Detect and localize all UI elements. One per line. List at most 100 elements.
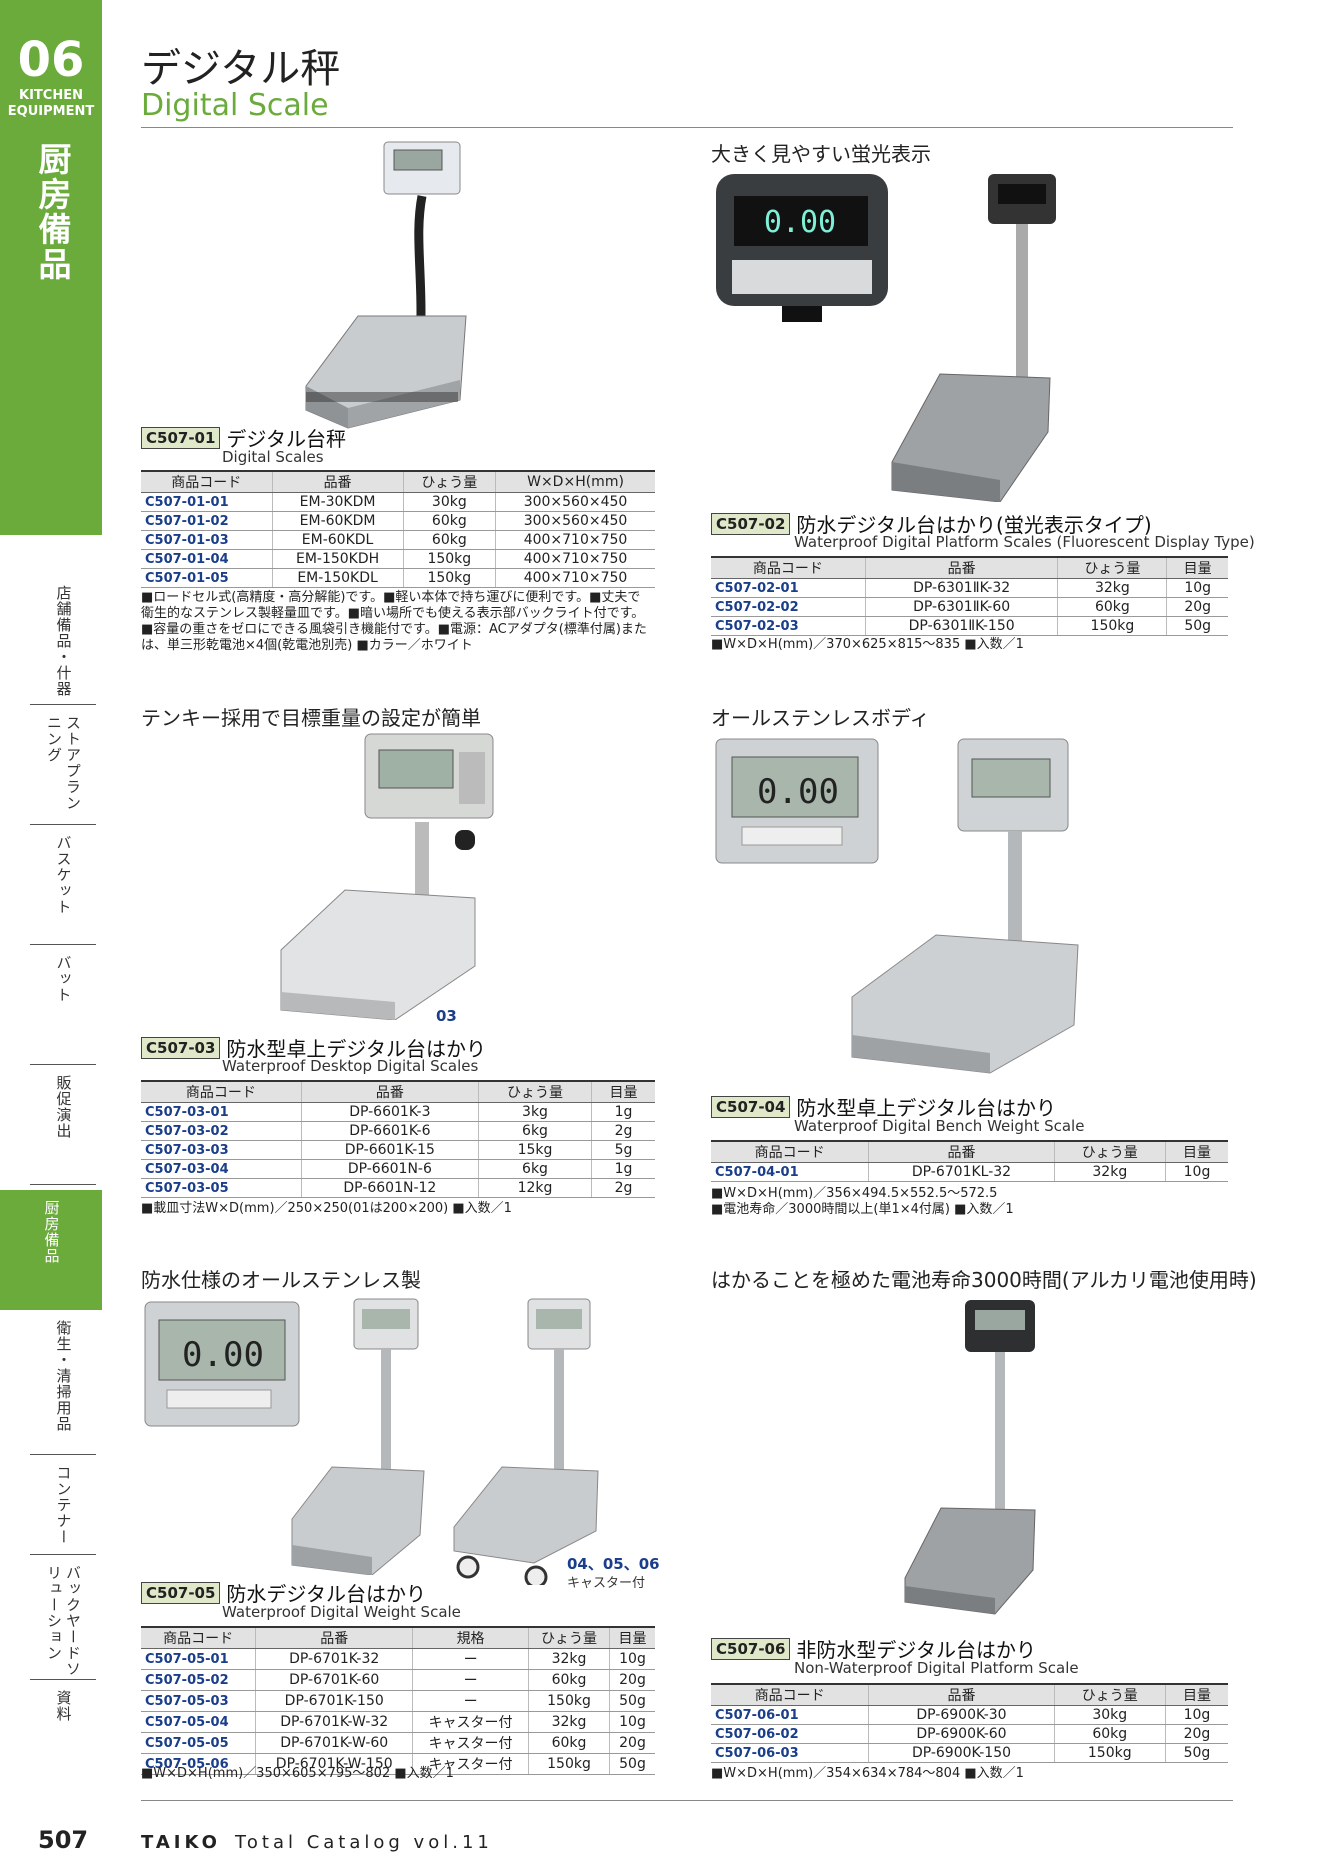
- product-code-badge: C507-05: [141, 1581, 221, 1604]
- catalog-name: Total Catalog vol.11: [234, 1832, 493, 1853]
- feature-headline-c507-06: はかることを極めた電池寿命3000時間(アルカリ電池使用時): [711, 1268, 1257, 1292]
- nav-label: バックヤードソリューション: [45, 1565, 82, 1677]
- graduation: 1g: [591, 1159, 655, 1179]
- product-name-en: Waterproof Digital Platform Scales (Fluo…: [794, 533, 1255, 551]
- nav-label: コンテナー: [54, 1465, 73, 1545]
- graduation: 20g: [1164, 1724, 1228, 1744]
- nav-tab-basket[interactable]: バスケット: [30, 825, 96, 945]
- product-name: デジタル台秤: [226, 427, 347, 451]
- model-number: DP-6701K-32: [255, 1648, 413, 1670]
- scale-image-c507-02: [891, 174, 1056, 502]
- capacity: 15kg: [477, 1140, 592, 1160]
- nav-tab-container[interactable]: コンテナー: [30, 1455, 96, 1555]
- brand-name: TAIKO: [141, 1832, 221, 1853]
- graduation: 50g: [1164, 1743, 1228, 1763]
- product-name: 防水デジタル台はかり(蛍光表示タイプ): [796, 513, 1152, 537]
- image-label-caster-models: 04、05、06: [567, 1555, 660, 1573]
- nav-tab-promotion[interactable]: 販促演出: [30, 1065, 96, 1185]
- dimensions: 400×710×750: [495, 568, 655, 588]
- model-number: DP-6701K-150: [255, 1690, 413, 1712]
- graduation: 2g: [591, 1178, 655, 1198]
- nav-tab-vat[interactable]: バット: [30, 945, 96, 1065]
- nav-tab-kitchen[interactable]: 厨房備品: [0, 1190, 102, 1310]
- dimensions: 300×560×450: [495, 511, 655, 531]
- feature-headline-c507-02: 大きく見やすい蛍光表示: [711, 142, 931, 166]
- product-code: C507-05-03: [141, 1690, 256, 1712]
- capacity: 6kg: [477, 1159, 592, 1179]
- graduation: 2g: [591, 1121, 655, 1141]
- nav-tab-reference[interactable]: 資料: [30, 1680, 96, 1760]
- note-line: 衛生的なステンレス製軽量皿です。■暗い場所でも使える表示部バックライト付です。: [141, 606, 645, 621]
- product-notes-c507-06: ■W×D×H(mm)／354×634×784〜804 ■入数／1: [711, 1766, 1024, 1782]
- product-name-en: Waterproof Digital Weight Scale: [222, 1603, 461, 1621]
- product-code-badge: C507-04: [711, 1095, 791, 1118]
- table-header: 商品コード: [711, 1140, 869, 1163]
- model-number: DP-6701K-W-32: [255, 1711, 413, 1733]
- model-number: DP-6301ⅡK-150: [864, 616, 1058, 636]
- product-code: C507-01-01: [141, 492, 273, 512]
- model-number: DP-6900K-150: [868, 1743, 1055, 1763]
- note-line: ■載皿寸法W×D(mm)／250×250(01は200×200) ■入数／1: [141, 1201, 512, 1216]
- table-header: 品番: [868, 1683, 1055, 1706]
- product-code: C507-03-03: [141, 1140, 302, 1160]
- nav-tab-backyard[interactable]: バックヤードソリューション: [30, 1555, 96, 1680]
- model-number: DP-6301ⅡK-60: [864, 597, 1058, 617]
- product-code-badge: C507-02: [711, 512, 791, 535]
- table-header: 商品コード: [711, 556, 866, 579]
- dimensions: 400×710×750: [495, 530, 655, 550]
- title-divider: [141, 127, 1233, 128]
- capacity: 60kg: [402, 530, 496, 550]
- chapter-english-line2: EQUIPMENT: [7, 103, 95, 119]
- model-number: DP-6601K-15: [300, 1140, 479, 1160]
- product-notes-c507-04: ■W×D×H(mm)／356×494.5×552.5〜572.5 ■電池寿命／3…: [711, 1186, 1014, 1218]
- graduation: 10g: [1164, 1705, 1228, 1725]
- table-header: 商品コード: [711, 1683, 869, 1706]
- note-line: ■W×D×H(mm)／356×494.5×552.5〜572.5: [711, 1186, 998, 1201]
- capacity: 3kg: [477, 1102, 592, 1122]
- product-notes-c507-03: ■載皿寸法W×D(mm)／250×250(01は200×200) ■入数／1: [141, 1201, 512, 1217]
- product-code: C507-06-01: [711, 1705, 869, 1725]
- capacity: 60kg: [1053, 1724, 1166, 1744]
- product-name-en: Non-Waterproof Digital Platform Scale: [794, 1659, 1079, 1677]
- product-name: 防水デジタル台はかり: [226, 1582, 427, 1606]
- graduation: 1g: [591, 1102, 655, 1122]
- nav-label: 販促演出: [54, 1075, 73, 1139]
- feature-headline-c507-04: オールステンレスボディ: [711, 706, 930, 730]
- nav-label: バスケット: [54, 835, 73, 915]
- product-notes-c507-01: ■ロードセル式(高精度・高分解能)です。■軽い本体で持ち運びに便利です。■丈夫で…: [141, 590, 661, 654]
- note-line: ■W×D×H(mm)／354×634×784〜804 ■入数／1: [711, 1766, 1024, 1781]
- product-name-en: Digital Scales: [222, 448, 324, 466]
- model-number: DP-6601N-12: [300, 1178, 479, 1198]
- nav-tab-store-fixtures[interactable]: 店舗備品・什器: [30, 575, 96, 705]
- scale-image-c507-03: [280, 733, 494, 1020]
- spec: ー: [412, 1648, 529, 1670]
- model-number: DP-6900K-60: [868, 1724, 1055, 1744]
- nav-tab-store-planning[interactable]: ストアプランニング: [30, 705, 96, 825]
- note-line: ■容量の重さをゼロにできる風袋引き機能付です。■電源：ACアダプタ(標準付属)ま…: [141, 622, 647, 637]
- product-name: 防水型卓上デジタル台はかり: [226, 1037, 487, 1061]
- scale-image-c507-05-caster: [453, 1298, 599, 1585]
- product-code: C507-03-02: [141, 1121, 302, 1141]
- chapter-english-line1: KITCHEN: [19, 88, 83, 103]
- nav-tab-sanitation[interactable]: 衛生・清掃用品: [30, 1310, 96, 1455]
- spec: キャスター付: [412, 1753, 529, 1775]
- capacity: 32kg: [1053, 1162, 1166, 1182]
- product-notes-c507-05: ■W×D×H(mm)／350×605×795〜802 ■入数／1: [141, 1766, 454, 1782]
- product-notes-c507-02: ■W×D×H(mm)／370×625×815〜835 ■入数／1: [711, 637, 1024, 653]
- model-number: EM-150KDH: [271, 549, 404, 569]
